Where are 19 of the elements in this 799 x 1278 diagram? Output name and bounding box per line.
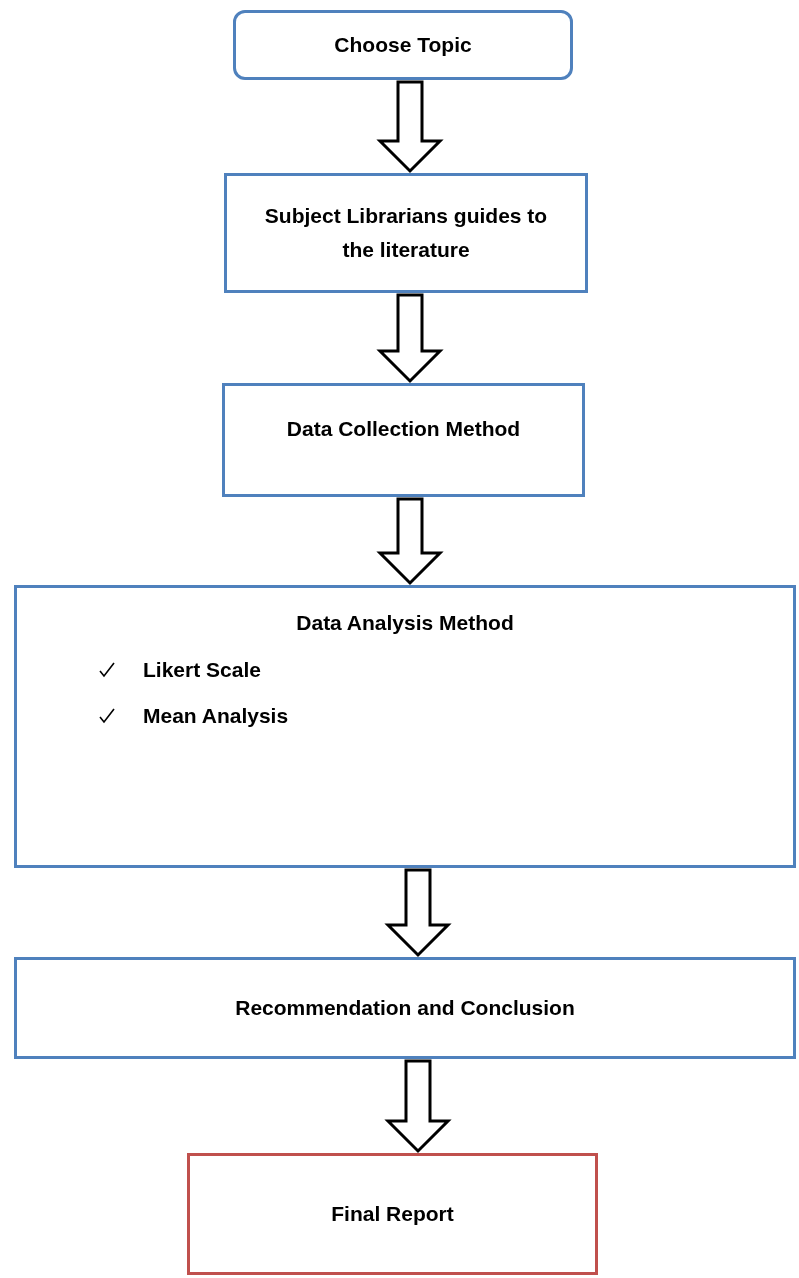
block-arrow: [376, 80, 444, 174]
process-box: [14, 585, 796, 868]
block-arrow: [376, 497, 444, 586]
process-box: [233, 10, 573, 80]
process-box: [222, 383, 585, 497]
box-title: Subject Librarians guides to the literature: [263, 203, 549, 263]
box-title: Data Collection Method: [286, 416, 521, 442]
list-item: Mean Analysis: [143, 703, 289, 728]
box-title: Final Report: [331, 1201, 454, 1228]
block-arrow: [384, 868, 452, 958]
process-box: [187, 1153, 598, 1275]
process-box: [224, 173, 588, 293]
box-title: Data Analysis Method: [296, 610, 514, 636]
process-box: [14, 957, 796, 1059]
list-item: Likert Scale: [143, 657, 261, 682]
box-title: Choose Topic: [334, 32, 472, 59]
block-arrow: [376, 293, 444, 384]
box-title: Recommendation and Conclusion: [235, 995, 575, 1022]
block-arrow: [384, 1059, 452, 1154]
